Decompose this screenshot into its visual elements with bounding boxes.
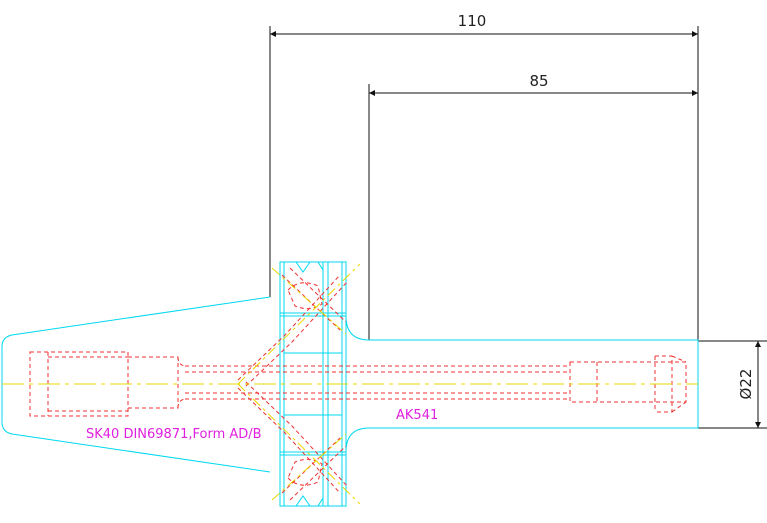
dim-text-diameter: Ø22: [737, 369, 755, 400]
cross-drill-upper: [281, 267, 347, 331]
hidden-features: [29, 267, 687, 501]
coolant-drill-lower: [237, 381, 348, 494]
bore-transition: [128, 356, 186, 409]
coolant-drill-upper: [237, 274, 348, 387]
slot-pocket-bottom: [287, 458, 323, 486]
v-groove-top: [295, 261, 324, 273]
v-groove-bottom: [295, 495, 324, 507]
center-lines: [2, 263, 698, 505]
cross-drill-lower: [281, 437, 347, 501]
cross-center-lower: [271, 433, 347, 501]
cross-center-upper: [271, 267, 347, 335]
drill-center-lower: [237, 383, 361, 505]
dimension-group: [269, 26, 767, 429]
dim-text-110: 110: [458, 12, 487, 30]
dim-text-85: 85: [529, 72, 548, 90]
taper-spec-label: SK40 DIN69871,Form AD/B: [86, 427, 262, 442]
slot-pocket-top: [287, 282, 323, 310]
right-bore: [569, 361, 687, 403]
drill-center-upper: [237, 263, 361, 385]
part-code-label: AK541: [396, 408, 438, 423]
